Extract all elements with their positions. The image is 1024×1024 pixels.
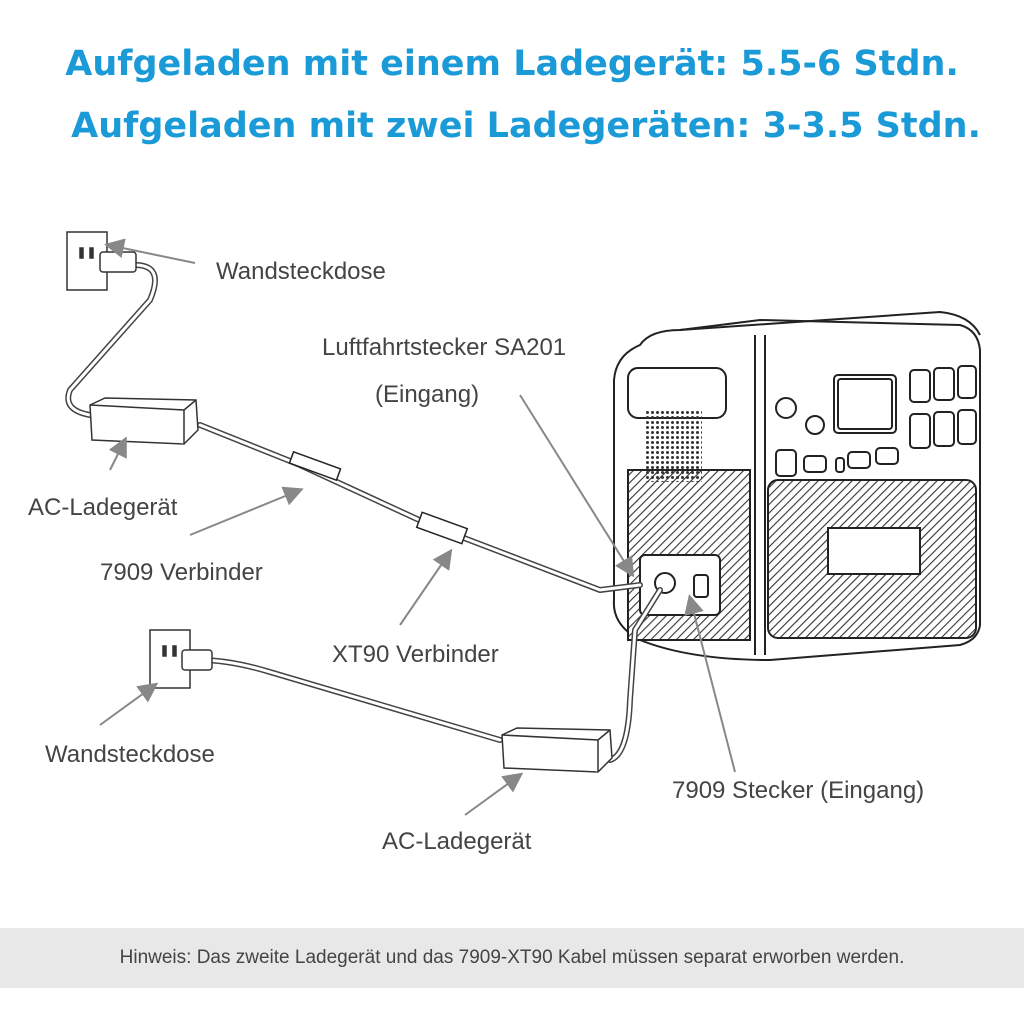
power-station [612,310,981,662]
footer-note: Hinweis: Das zweite Ladegerät und das 79… [119,947,905,968]
label-connector-7909: 7909 Verbinder [100,559,263,586]
ac-charger-1-icon [89,397,199,445]
footer-note-bar: Hinweis: Das zweite Ladegerät und das 79… [0,928,1024,988]
title-line-1: Aufgeladen mit einem Ladegerät: 5.5-6 St… [65,44,959,84]
title-line-2: Aufgeladen mit zwei Ladegeräten: 3-3.5 S… [71,106,981,146]
label-aviation-plug: Luftfahrtstecker SA201 [322,334,567,361]
label-wall-outlet-2: Wandsteckdose [45,741,215,768]
label-aviation-plug-sub: (Eingang) [375,381,480,408]
label-ac-charger-2: AC-Ladegerät [382,828,532,855]
connector-7909-icon [288,450,342,482]
arrows [99,238,736,816]
ac-charger-2-icon [501,727,613,773]
wall-outlet-2-icon [149,629,213,689]
wall-outlet-1-icon [66,231,137,291]
label-ac-charger-1: AC-Ladegerät [28,494,178,521]
label-connector-xt90: XT90 Verbinder [332,641,499,668]
label-plug-7909: 7909 Stecker (Eingang) [672,777,925,804]
connector-xt90-icon [415,511,469,545]
label-wall-outlet-1: Wandsteckdose [216,258,386,285]
